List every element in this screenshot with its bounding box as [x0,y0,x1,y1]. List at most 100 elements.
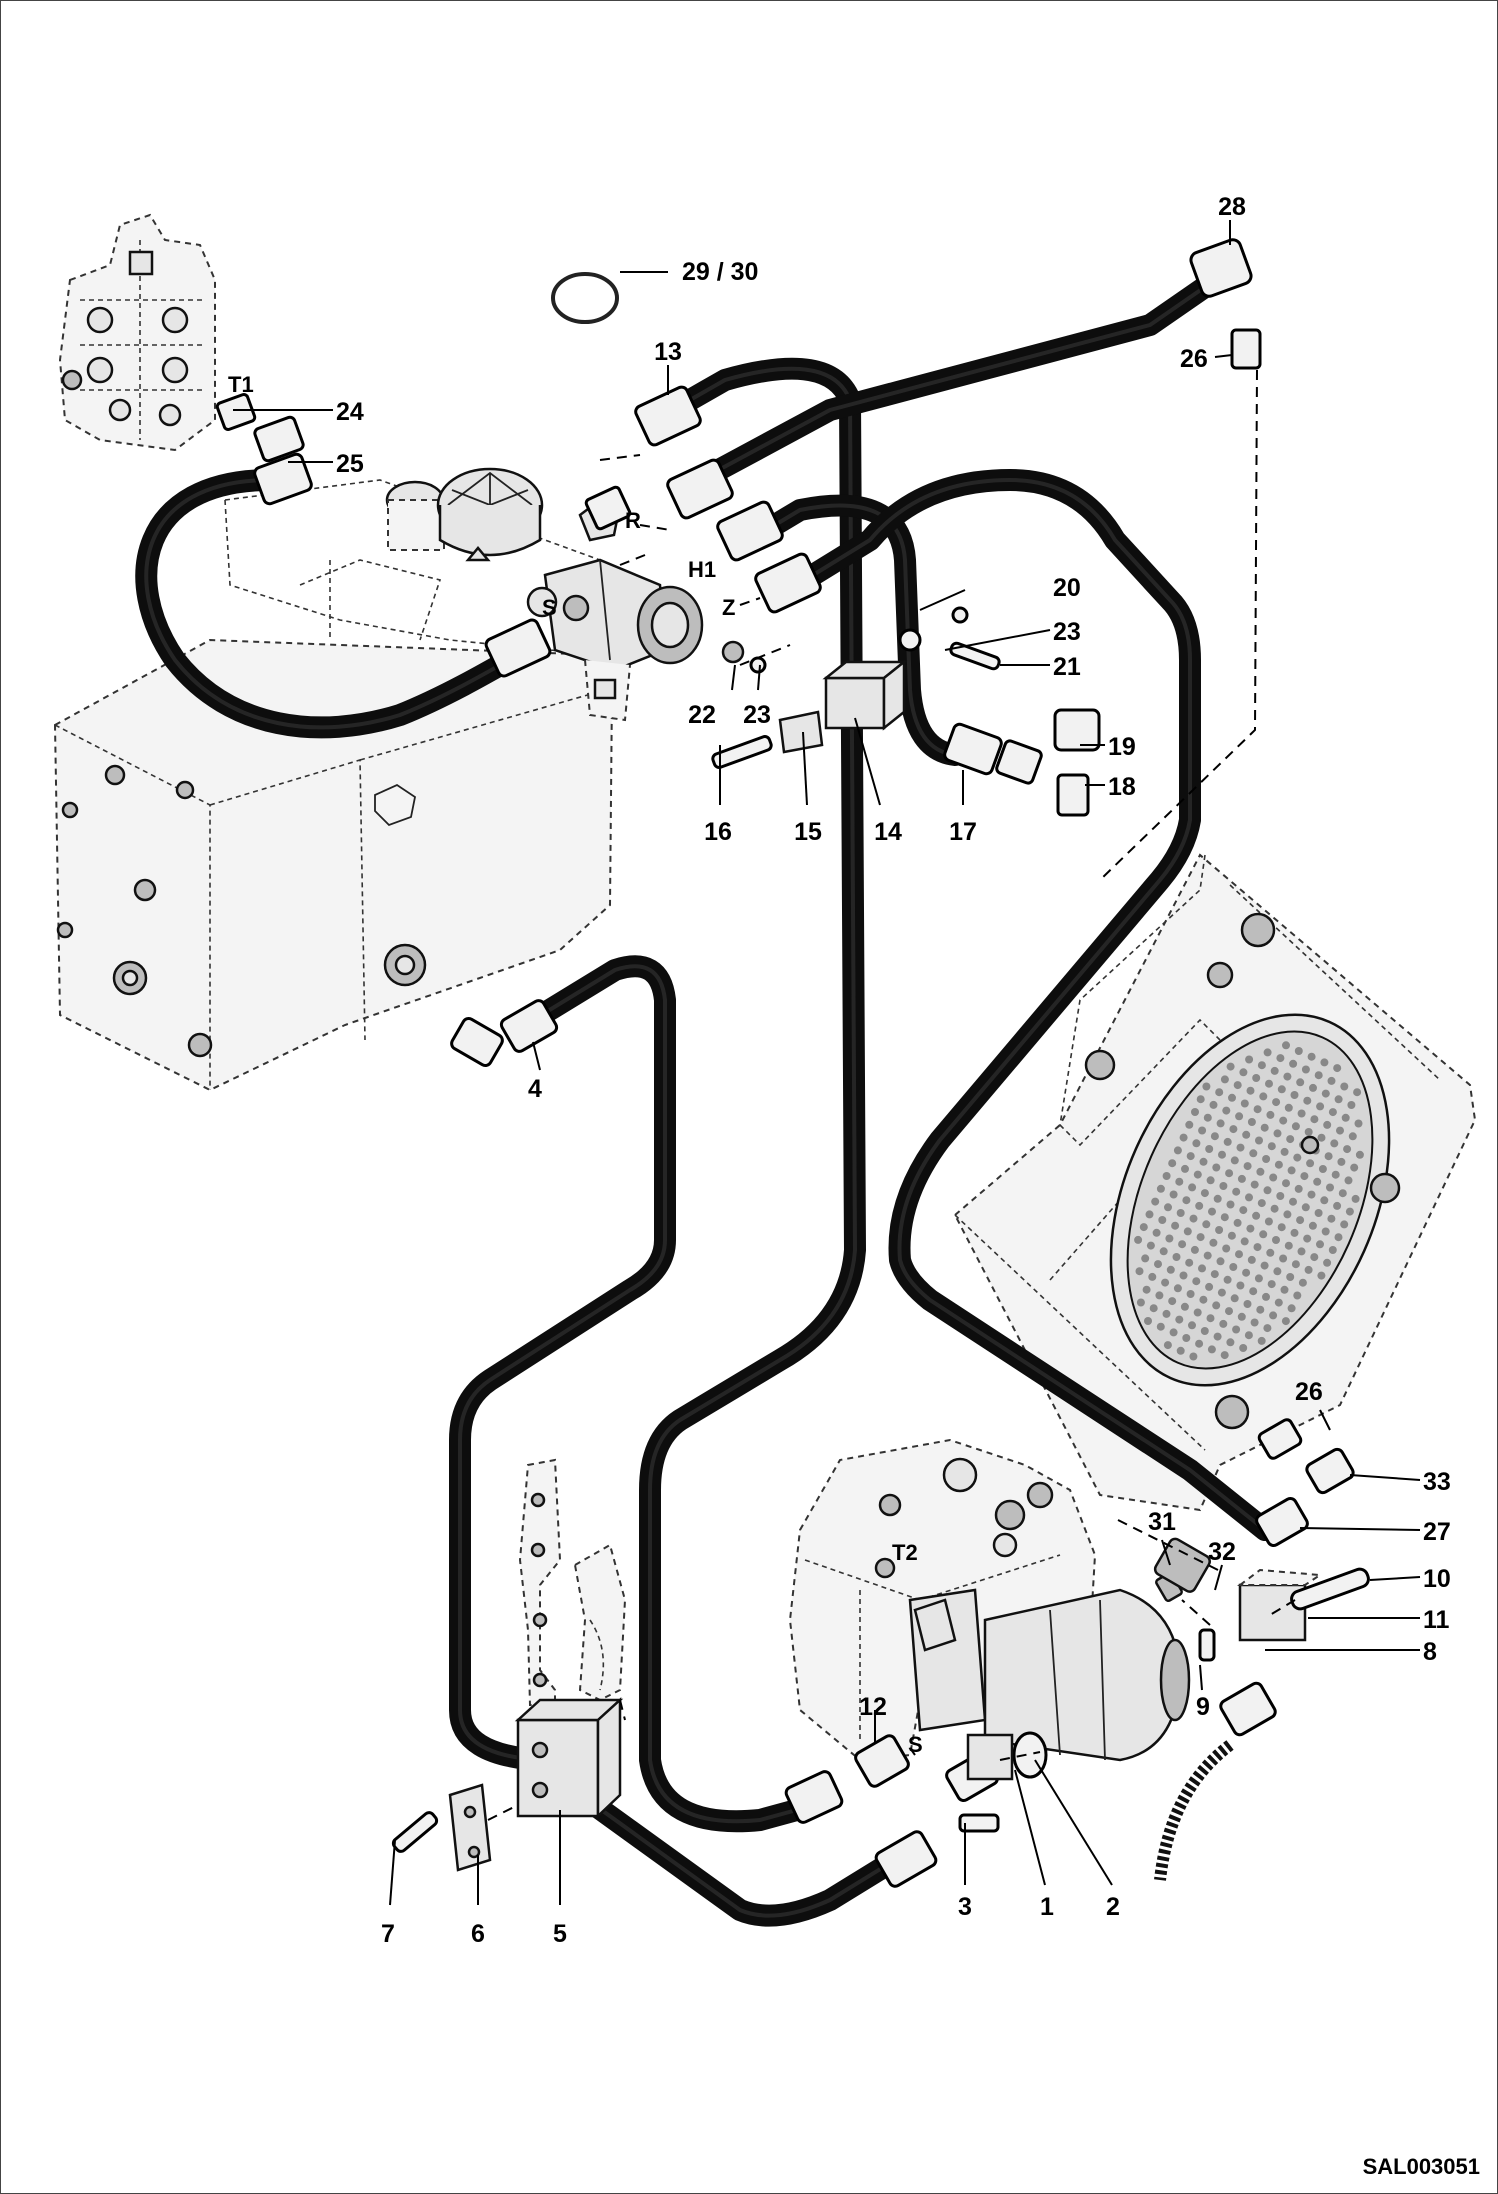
callout-25: 25 [336,450,364,478]
grille-cell [1180,1302,1189,1311]
grille-cell [1266,1248,1275,1257]
grille-cell [1253,1105,1262,1114]
grille-cell [1158,1216,1167,1224]
grille-cell [1333,1201,1342,1210]
callout-20: 20 [1053,574,1081,602]
grille-cell [1252,1074,1261,1082]
grille-cell [1301,1203,1310,1212]
grille-cell [1220,1213,1229,1222]
hose-fittings [215,238,1370,1888]
grille-cell [1199,1295,1208,1304]
grille-cell [1229,1125,1238,1134]
hose-25 [135,469,541,739]
grille-cell [1328,1108,1337,1117]
grille-cell [1152,1228,1161,1237]
grille-cell [1347,1101,1356,1109]
grille-cell [1247,1255,1256,1264]
grille-cell [1198,1126,1207,1135]
grille-cell [1296,1216,1305,1225]
grille-cell [1226,1338,1235,1347]
grille-cell [1141,1254,1150,1263]
grille-cell [1220,1351,1229,1360]
grille-cell [1203,1113,1212,1122]
grille-cell [1306,1159,1315,1168]
callout-13: 13 [654,338,682,366]
grille-cell [1181,1164,1189,1173]
grille-cell [1148,1272,1157,1281]
grille-cell [1257,1061,1266,1070]
grille-cell [1249,1287,1258,1296]
grille-cell [1282,1179,1290,1188]
grille-cell [1320,1058,1329,1067]
grille-cell [1273,1129,1282,1138]
grille-cell [1202,1082,1211,1091]
grille-cell [1226,1062,1235,1071]
grille-cell [1235,1250,1243,1259]
grille-cell [1286,1135,1295,1144]
grille-cell [1222,1244,1231,1253]
grille-cell [1215,1088,1224,1097]
port-label-s-bottom: S [908,1732,923,1757]
callout-26-bottom: 26 [1295,1378,1323,1406]
callout-16: 16 [704,818,732,846]
mounting-bracket [518,1458,627,1706]
callout-23-upper: 23 [1053,618,1081,646]
grille-cell [1189,1352,1198,1361]
grille-cell [1146,1241,1155,1250]
callout-6: 6 [471,1920,485,1948]
grille-cell [1304,1128,1313,1136]
grille-cell [1277,1223,1286,1232]
grille-cell [1183,1227,1192,1236]
callout-5: 5 [553,1920,567,1948]
grille-cell [1343,1145,1352,1154]
grille-cell [1135,1267,1144,1276]
grille-cell [1318,1165,1327,1173]
grille-cell [1250,1180,1259,1189]
grille-cell [1166,1265,1175,1274]
grille-cell [1175,1177,1184,1186]
grille-cell [1260,1123,1269,1132]
grille-cell [1229,1263,1238,1271]
grille-cell [1327,1214,1336,1223]
grille-cell [1159,1247,1168,1256]
grille-cell [1334,1095,1343,1104]
grille-cell [1277,1085,1286,1094]
grille-cell [1321,1227,1330,1236]
callout-28: 28 [1218,193,1246,221]
grille-cell [1345,1207,1354,1216]
callout-1: 1 [1040,1893,1054,1921]
port-label-r: R [625,508,641,533]
grille-cell [1310,1115,1319,1124]
grille-cell [1326,1183,1334,1192]
callout-15: 15 [794,818,822,846]
grille-cell [1200,1327,1209,1335]
grille-cell [1303,1234,1312,1243]
grille-cell [1235,1112,1244,1121]
grille-cell [1215,1226,1224,1234]
grille-cell [1262,1155,1271,1163]
callout-9: 9 [1196,1693,1210,1721]
grille-cell [1225,1169,1234,1178]
grille-cell [1269,1173,1278,1182]
grille-cell [1291,1122,1300,1131]
grille-cell [1237,1174,1246,1183]
callout-19: 19 [1108,733,1136,761]
callout-32: 32 [1208,1538,1236,1566]
grille-cell [1270,1204,1279,1213]
grille-cell [1321,1089,1330,1098]
grille-cell [1139,1223,1148,1232]
grille-cell [1203,1251,1212,1260]
callout-29-30: 29 / 30 [682,258,758,286]
grille-cell [1162,1309,1171,1318]
grille-cell [1168,1297,1177,1306]
hose-4 [449,955,906,1927]
grille-cell [1236,1281,1245,1290]
grille-cell [1172,1253,1181,1261]
grille-cell [1290,1091,1299,1099]
grille-cell [1193,1308,1202,1317]
grille-cell [1308,1221,1317,1230]
grille-cell [1263,1324,1272,1333]
grille-cell [1218,1150,1226,1159]
grille-cell [1269,1311,1278,1320]
grille-cell [1283,1210,1292,1219]
